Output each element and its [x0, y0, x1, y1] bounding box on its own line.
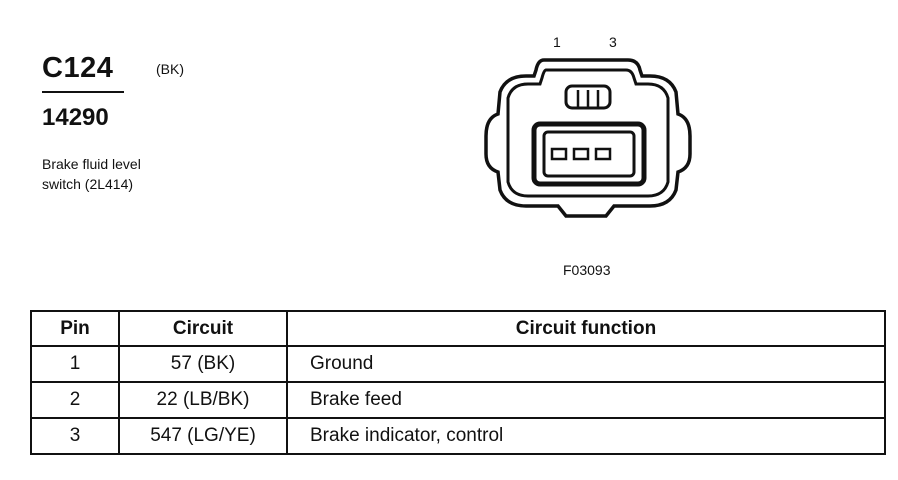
part-number: 14290 [42, 104, 109, 131]
table-header-row: Pin Circuit Circuit function [30, 310, 886, 347]
description-line-1: Brake fluid level [42, 156, 141, 172]
title-underline [42, 91, 124, 93]
table-row: 2 22 (LB/BK) Brake feed [30, 381, 886, 419]
description-line-2: switch (2L414) [42, 176, 134, 192]
pinout-table: Pin Circuit Circuit function 1 57 (BK) G… [30, 310, 886, 455]
circuit-cell: 547 (LG/YE) [118, 417, 288, 455]
pin-label-1: 1 [553, 34, 561, 50]
terminal-1 [550, 147, 568, 161]
function-cell: Ground [286, 345, 886, 383]
terminal-cavity-inner [542, 130, 636, 178]
connector-inner-shell [506, 68, 670, 198]
figure-code: F03093 [563, 262, 611, 278]
function-cell: Brake indicator, control [286, 417, 886, 455]
circuit-cell: 57 (BK) [118, 345, 288, 383]
pin-cell: 1 [30, 345, 120, 383]
connector-color: (BK) [156, 61, 184, 77]
pin-cell: 2 [30, 381, 120, 419]
connector-face-drawing [484, 58, 692, 218]
header-circuit-function: Circuit function [286, 310, 886, 347]
pin-label-3: 3 [609, 34, 617, 50]
pin-cell: 3 [30, 417, 120, 455]
table-row: 3 547 (LG/YE) Brake indicator, control [30, 417, 886, 455]
terminal-2 [572, 147, 590, 161]
header-pin: Pin [30, 310, 120, 347]
terminal-cavity-outer [531, 121, 647, 187]
table-row: 1 57 (BK) Ground [30, 345, 886, 383]
connector-outer-shell [484, 58, 692, 218]
component-description: Brake fluid level switch (2L414) [42, 154, 141, 194]
function-cell: Brake feed [286, 381, 886, 419]
header-circuit: Circuit [118, 310, 288, 347]
connector-id: C124 [42, 52, 114, 84]
terminal-3 [594, 147, 612, 161]
circuit-cell: 22 (LB/BK) [118, 381, 288, 419]
